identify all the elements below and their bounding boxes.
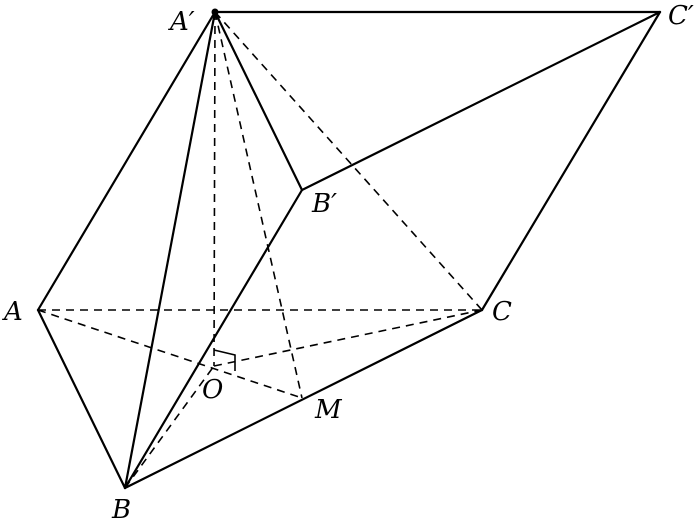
- edge-A-prime-B-prime: [213, 10, 304, 192]
- label-O: O: [202, 375, 223, 405]
- label-M: M: [314, 395, 343, 425]
- right-angle-marker-O: [213, 349, 236, 371]
- dashed-B-C-lower: [124, 309, 483, 489]
- dashed-O-C: [213, 309, 483, 367]
- label-A-prime: A′: [168, 7, 195, 37]
- edge-A-prime-B: [123, 10, 217, 490]
- label-C-prime: C′: [668, 1, 694, 31]
- edge-C-prime-B-prime: [300, 10, 662, 192]
- dashed-A-M: [37, 309, 303, 399]
- dashed-B-O: [124, 365, 215, 489]
- dashed-A-prime-C: [214, 11, 483, 311]
- label-B-prime: B′: [311, 189, 337, 219]
- dashed-A-prime-M: [214, 11, 303, 399]
- label-C: C: [492, 297, 512, 327]
- edge-A-A-prime: [36, 10, 217, 312]
- dashed-A-prime-O: [213, 11, 216, 367]
- edge-A-B: [36, 308, 127, 490]
- edge-C-C-prime: [480, 10, 662, 312]
- vertex-dot-A-prime: [211, 8, 219, 16]
- label-B: B: [111, 495, 131, 521]
- label-A: A: [2, 297, 23, 327]
